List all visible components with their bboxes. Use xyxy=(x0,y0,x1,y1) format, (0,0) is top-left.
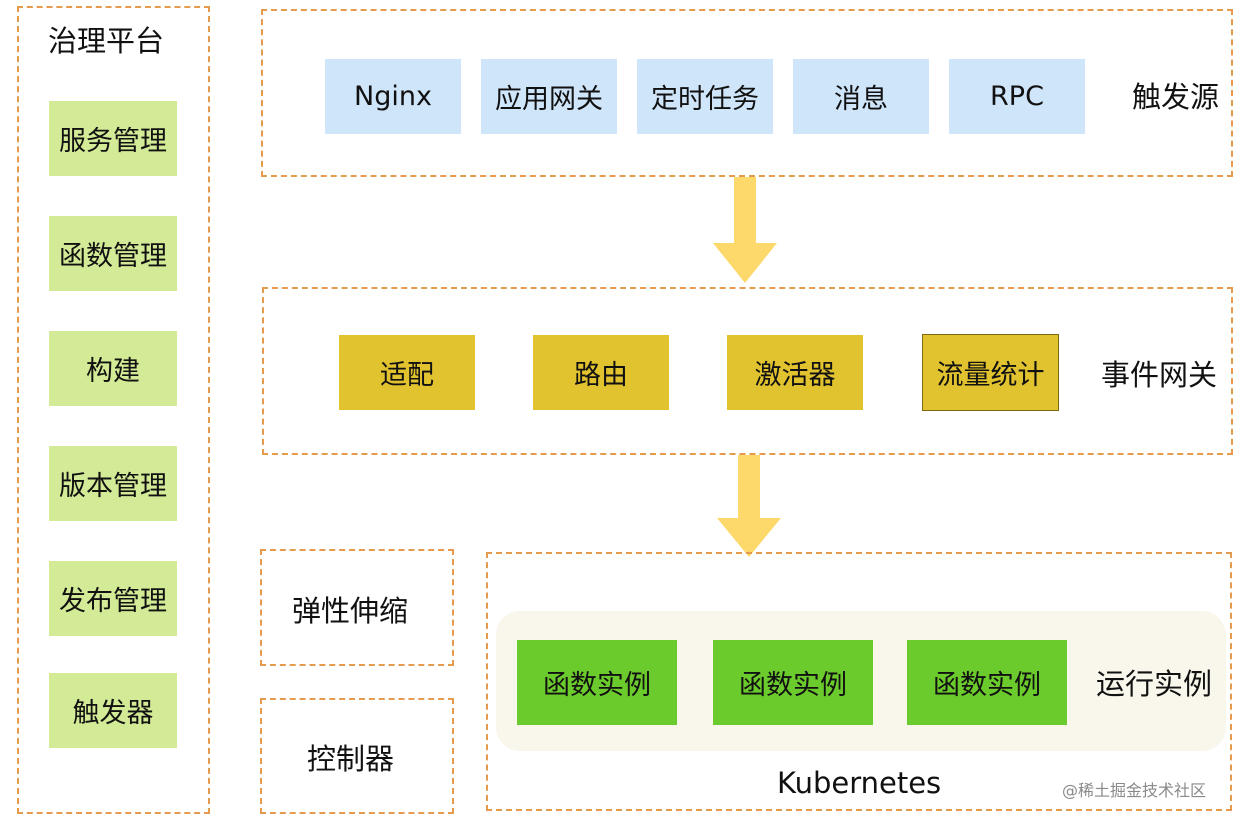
kubernetes-label: Kubernetes xyxy=(777,766,942,800)
trigger-source-nginx[interactable]: Nginx xyxy=(325,59,461,134)
trigger-sources-container xyxy=(261,9,1233,177)
gateway-traffic-stats[interactable]: 流量统计 xyxy=(922,334,1059,411)
gateway-adapter[interactable]: 适配 xyxy=(339,335,475,410)
trigger-source-scheduled-task[interactable]: 定时任务 xyxy=(637,59,773,134)
gateway-activator[interactable]: 激活器 xyxy=(727,335,863,410)
trigger-source-rpc[interactable]: RPC xyxy=(949,59,1085,134)
governance-platform-container xyxy=(17,6,210,814)
function-instance-2[interactable]: 函数实例 xyxy=(713,640,873,725)
runtime-instances-label: 运行实例 xyxy=(1096,667,1213,701)
governance-item-function-management[interactable]: 函数管理 xyxy=(49,216,177,291)
watermark: @稀土掘金技术社区 xyxy=(1062,781,1207,800)
governance-item-service-management[interactable]: 服务管理 xyxy=(49,101,177,176)
trigger-source-message[interactable]: 消息 xyxy=(793,59,929,134)
event-gateway-label: 事件网关 xyxy=(1101,358,1218,392)
down-arrow-icon xyxy=(713,177,777,283)
governance-item-version-management[interactable]: 版本管理 xyxy=(49,446,177,521)
governance-item-release-management[interactable]: 发布管理 xyxy=(49,561,177,636)
controller-label: 控制器 xyxy=(307,742,395,776)
autoscale-label: 弹性伸缩 xyxy=(292,594,409,628)
governance-platform-title: 治理平台 xyxy=(48,24,165,58)
governance-item-build[interactable]: 构建 xyxy=(49,331,177,406)
kubernetes-container xyxy=(486,552,1232,811)
autoscale-container xyxy=(260,549,454,666)
controller-container xyxy=(260,698,454,814)
down-arrow-icon xyxy=(717,455,781,557)
trigger-source-app-gateway[interactable]: 应用网关 xyxy=(481,59,617,134)
governance-item-trigger[interactable]: 触发器 xyxy=(49,673,177,748)
event-gateway-container xyxy=(262,287,1233,455)
gateway-router[interactable]: 路由 xyxy=(533,335,669,410)
trigger-sources-label: 触发源 xyxy=(1132,80,1220,114)
function-instance-3[interactable]: 函数实例 xyxy=(907,640,1067,725)
function-instance-1[interactable]: 函数实例 xyxy=(517,640,677,725)
